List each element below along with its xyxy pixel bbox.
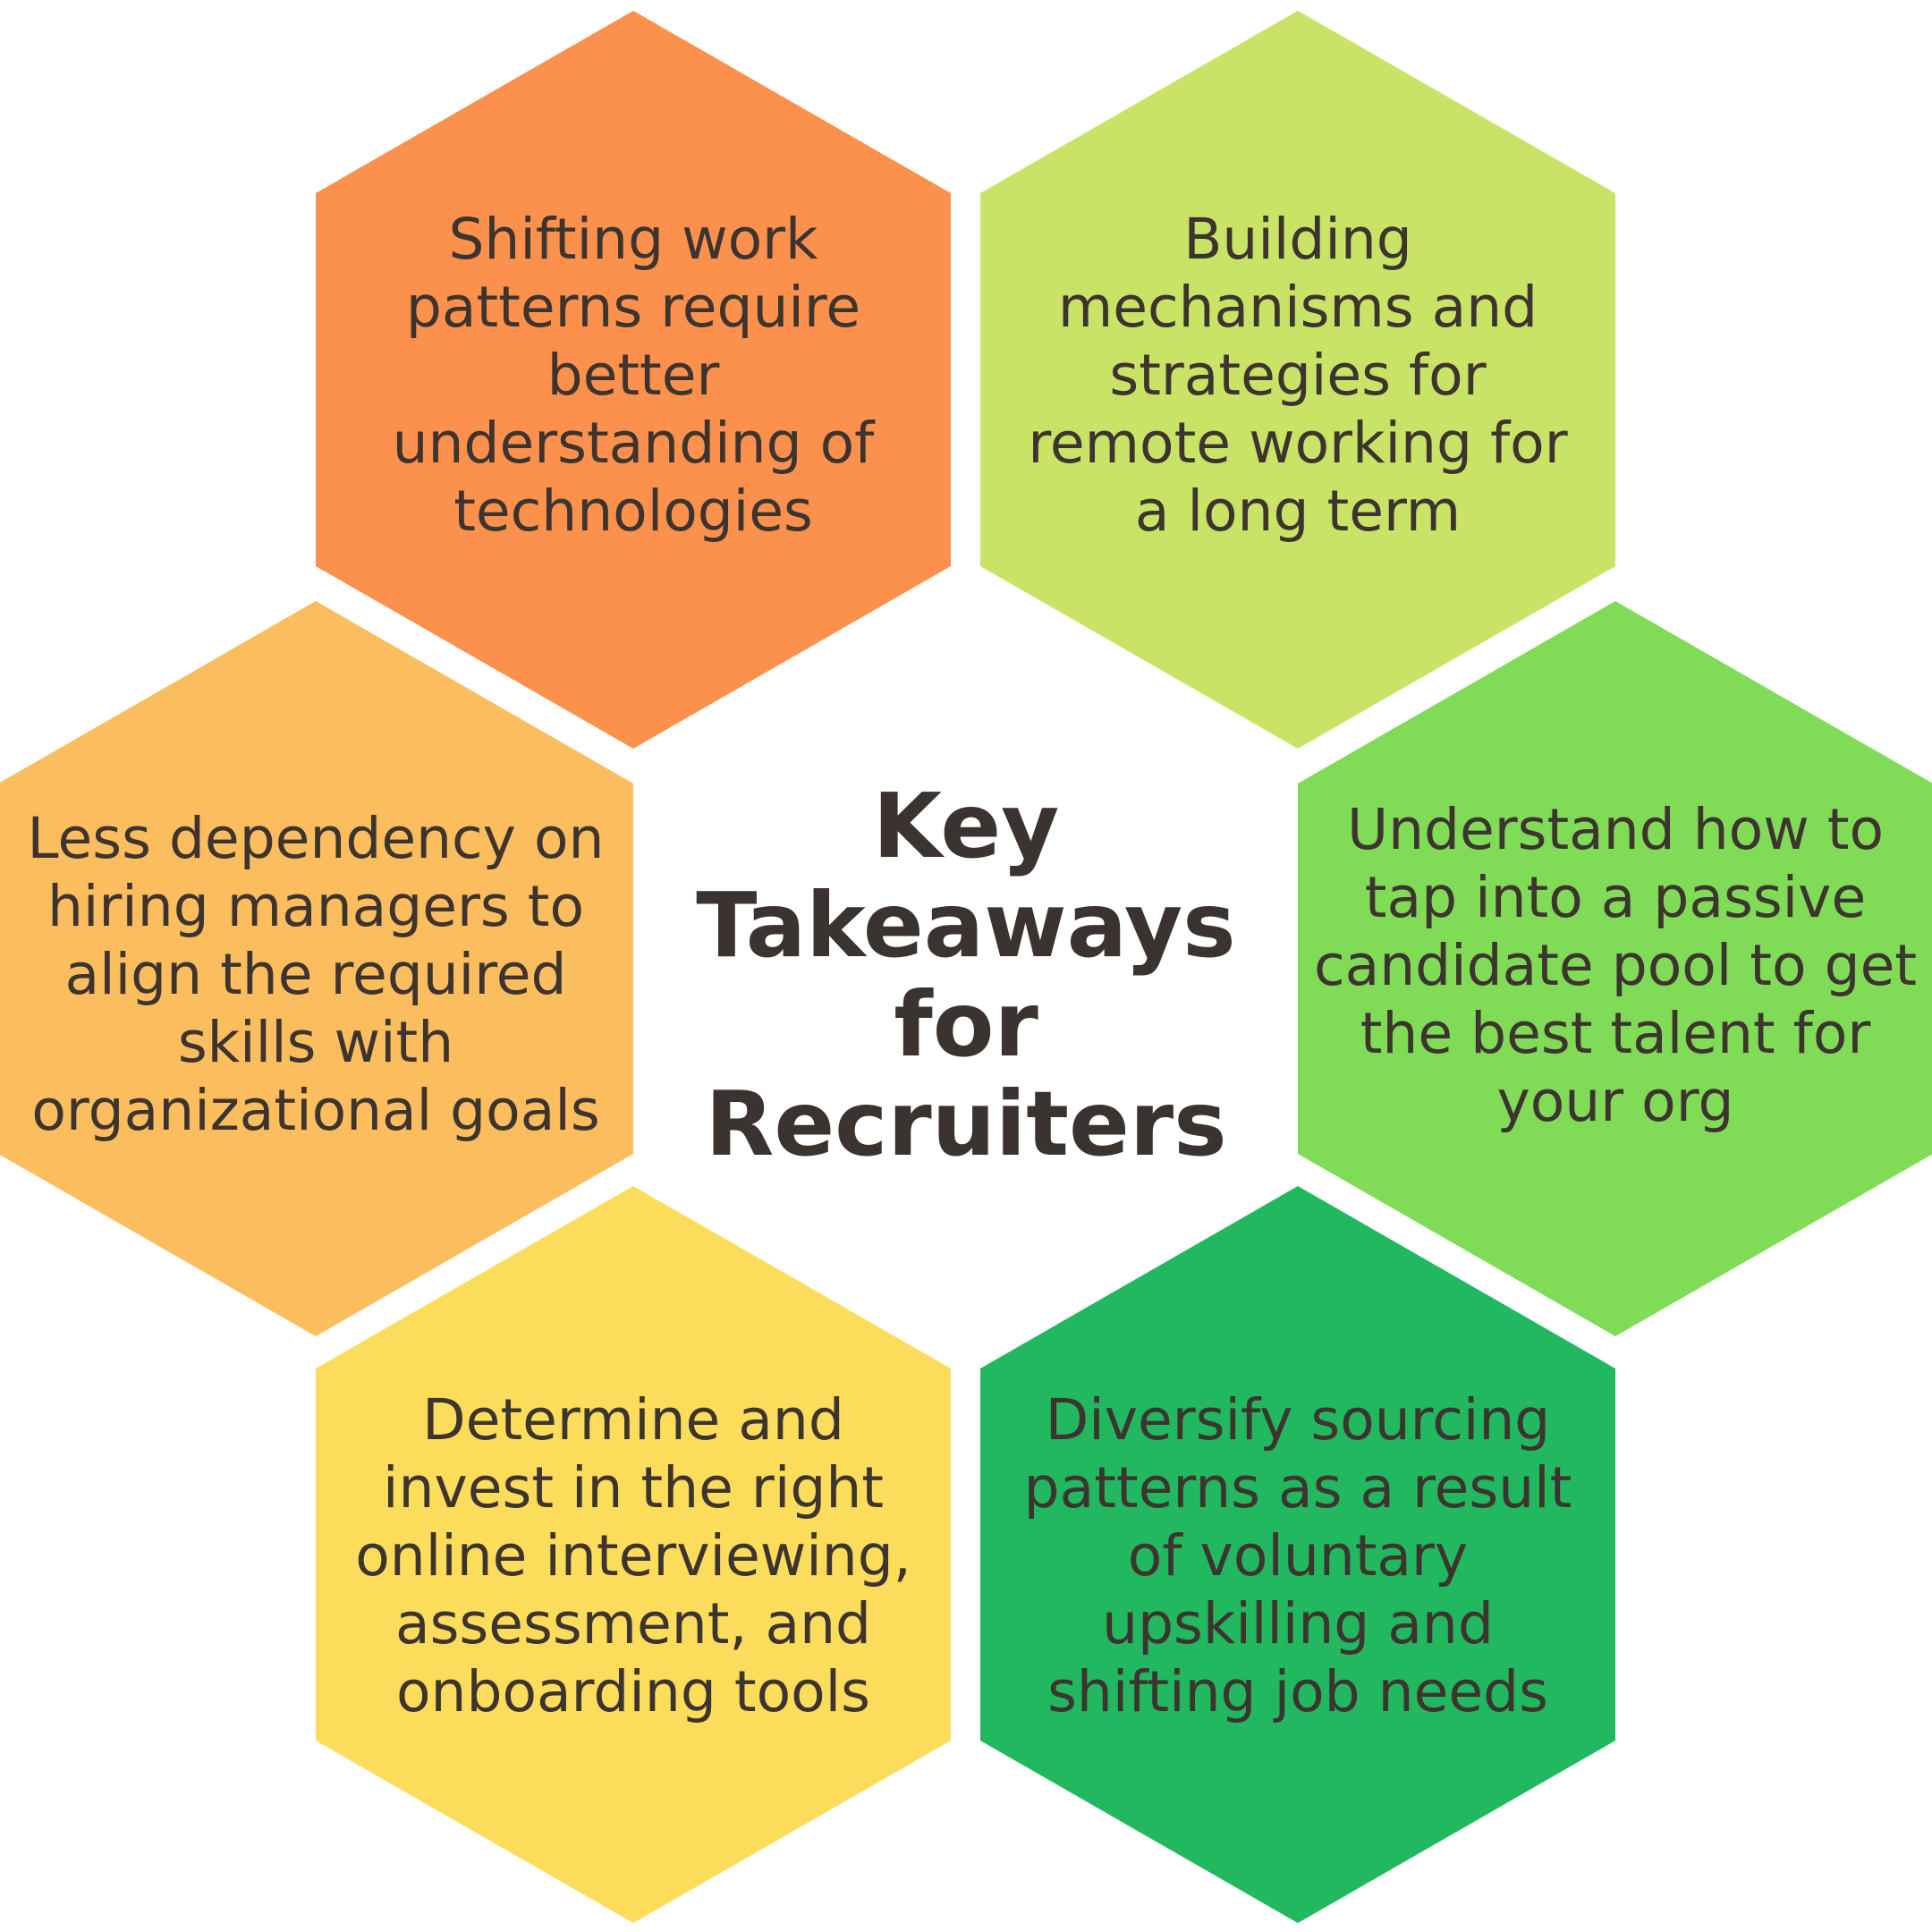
hexagon-text-top-left: Shifting work patterns require better un… bbox=[392, 207, 875, 544]
hexagon-middle-right bbox=[1298, 601, 1932, 1336]
hexagon-text-middle-right: Understand how to tap into a passive can… bbox=[1313, 797, 1918, 1134]
hexagon-text-middle-left: Less dependency on hiring managers to al… bbox=[27, 806, 605, 1143]
hexagon-top-right bbox=[980, 11, 1615, 749]
hexagon-top-left bbox=[316, 11, 951, 749]
hexagon-text-bottom-right: Diversify sourcing patterns as a result … bbox=[1023, 1387, 1572, 1724]
hexagon-middle-left bbox=[0, 601, 633, 1336]
center-title: Key Takeaways for Recruiters bbox=[696, 774, 1236, 1176]
hexagon-bottom-right bbox=[980, 1186, 1615, 1923]
hexagon-text-bottom-left: Determine and invest in the right online… bbox=[355, 1387, 911, 1724]
hexagon-text-top-right: Building mechanisms and strategies for r… bbox=[1028, 207, 1568, 544]
hexagon-bottom-left bbox=[316, 1186, 951, 1923]
